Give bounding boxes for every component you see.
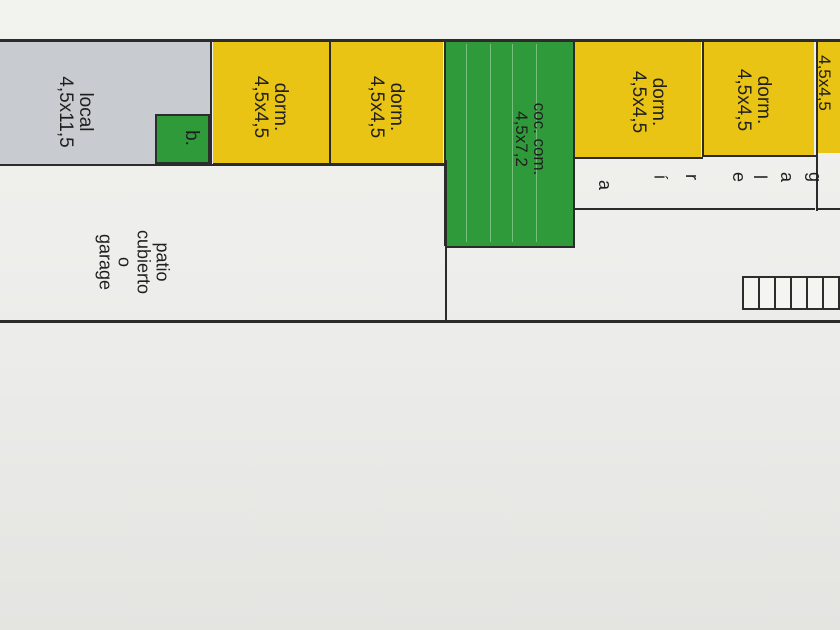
wall-dorm-4-right <box>816 41 818 211</box>
wall-kitchen-left <box>444 41 446 246</box>
wall-local-bottom <box>0 164 445 166</box>
room-dorm-4-label: dorm. 4,5x4,5 <box>729 49 774 151</box>
room-dorm-2-label: dorm. 4,5x4,5 <box>360 52 407 162</box>
wall-dorm-4-bottom <box>704 155 816 157</box>
stair-rung-5 <box>822 278 824 308</box>
patio-line-2: cubierto <box>133 229 154 295</box>
room-dorm-4-size: 4,5x4,5 <box>733 68 755 132</box>
galeria-l: l <box>750 175 770 179</box>
stair-rung-2 <box>774 278 776 308</box>
wall-right-rail <box>816 208 840 210</box>
wall-kitchen-right <box>573 41 575 246</box>
wall-dorm-bottoms <box>213 163 445 165</box>
room-dorm-2-name: dorm. <box>386 82 407 132</box>
galeria-r: r <box>682 174 702 180</box>
room-local-size: 4,5x11,5 <box>55 76 77 148</box>
room-kitchen-name: coc. com. <box>530 102 549 176</box>
room-local-name: local <box>75 92 96 132</box>
room-kitchen-label: coc. com. 4,5x7,2 <box>508 79 549 199</box>
kitchen-stripe-3 <box>512 44 513 242</box>
room-dorm-3-name: dorm. <box>648 77 669 127</box>
room-dorm-5-label: 4,5x4,5 <box>805 48 834 118</box>
galeria-i: í <box>650 174 671 180</box>
room-local-label: local 4,5x11,5 <box>39 44 96 180</box>
kitchen-stripe-4 <box>536 44 537 242</box>
room-dorm-1-label: dorm. 4,5x4,5 <box>244 52 291 162</box>
patio-line-1: patio <box>152 242 173 282</box>
room-dorm-2 <box>331 41 443 163</box>
galeria-e: e <box>729 171 750 183</box>
stair-rung-3 <box>790 278 792 308</box>
wall-dorm-1-right <box>329 41 331 163</box>
galeria-a1: a <box>777 171 798 183</box>
room-dorm-2-size: 4,5x4,5 <box>366 75 388 139</box>
patio-label: patio cubierto o garage <box>90 200 173 325</box>
galeria-g: g <box>805 171 826 183</box>
wall-dorm-3-bottom <box>575 157 703 159</box>
room-dorm-3 <box>575 41 701 157</box>
patio-line-3: o <box>114 256 135 267</box>
wall-dorm-3-right <box>702 41 704 157</box>
room-dorm-5-size: 4,5x4,5 <box>815 55 834 111</box>
room-dorm-3-size: 4,5x4,5 <box>628 70 650 134</box>
room-dorm-1-size: 4,5x4,5 <box>250 75 272 139</box>
stair-rung-4 <box>806 278 808 308</box>
wall-lower-right <box>445 246 575 248</box>
kitchen-stripe-1 <box>466 44 467 242</box>
wall-top <box>0 39 840 42</box>
room-dorm-3-label: dorm. 4,5x4,5 <box>622 47 669 157</box>
room-bath-label: b. <box>173 125 202 151</box>
room-dorm-1-name: dorm. <box>270 82 291 132</box>
room-dorm-4 <box>704 41 814 155</box>
wall-galeria-bottom <box>575 208 815 210</box>
room-kitchen-size: 4,5x7,2 <box>512 111 532 167</box>
patio-line-4: garage <box>95 233 116 291</box>
kitchen-stripe-2 <box>490 44 491 242</box>
galeria-a2: a <box>595 179 616 191</box>
stairs <box>742 276 840 310</box>
room-dorm-4-name: dorm. <box>753 75 774 125</box>
stair-rung-1 <box>758 278 760 308</box>
room-kitchen <box>444 41 573 246</box>
bath-box <box>155 114 210 164</box>
wall-local-right <box>210 41 212 165</box>
room-bath-name: b. <box>181 130 202 146</box>
room-dorm-1 <box>213 41 329 163</box>
room-dorm-5 <box>818 41 840 153</box>
wall-center-bottom <box>445 160 447 320</box>
wall-bottom <box>0 320 840 323</box>
